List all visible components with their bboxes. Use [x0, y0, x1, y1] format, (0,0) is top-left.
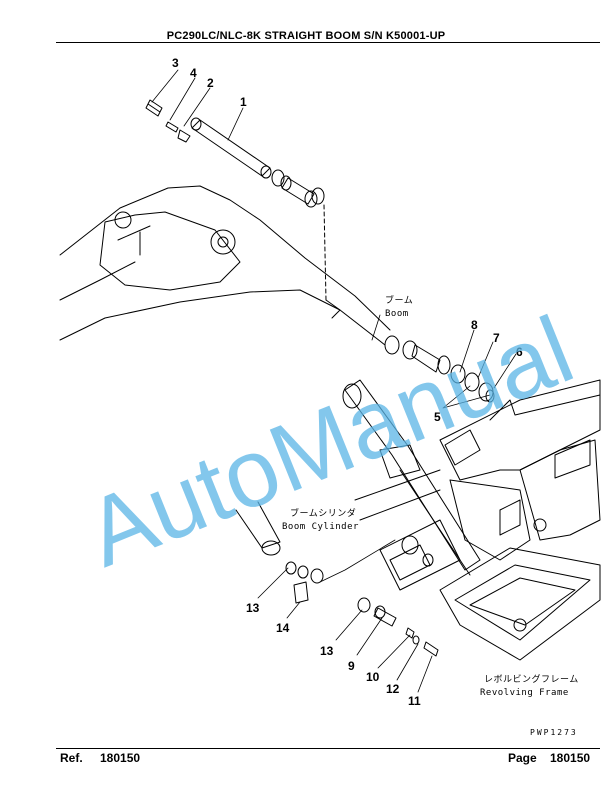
frame-label-en: Revolving Frame	[480, 688, 569, 698]
footer-rule	[56, 748, 600, 749]
page-label: Page	[508, 751, 537, 765]
leader-lines	[151, 69, 517, 693]
page-title: PC290LC/NLC-8K STRAIGHT BOOM S/N K50001-…	[166, 30, 446, 42]
boom-label-en: Boom	[385, 309, 409, 319]
lower-parts-drawing	[285, 561, 439, 657]
callout-5: 5	[434, 410, 441, 424]
callout-13a: 13	[246, 601, 260, 615]
callout-6: 6	[516, 345, 523, 359]
callout-1: 1	[240, 95, 247, 109]
revolving-frame-drawing	[354, 379, 601, 661]
lower-pin-drawing	[384, 335, 495, 403]
cylinder-label-en: Boom Cylinder	[282, 522, 359, 532]
callout-7: 7	[493, 331, 500, 345]
watermark-text: AutoManual	[72, 296, 587, 587]
drawing-code: PWP1273	[530, 728, 578, 737]
upper-pin-drawing	[145, 99, 341, 319]
callout-9: 9	[348, 659, 355, 673]
ref-value: 180150	[100, 751, 141, 765]
callout-14: 14	[276, 621, 290, 635]
callout-10: 10	[366, 670, 380, 684]
ref-label: Ref.	[60, 751, 83, 765]
callout-8: 8	[471, 318, 478, 332]
boom-label-jp: ブーム	[385, 294, 413, 306]
callout-2: 2	[207, 76, 214, 90]
callout-4: 4	[190, 66, 197, 80]
frame-label-jp: レボルビングフレーム	[484, 673, 579, 685]
header-rule	[56, 42, 600, 43]
callout-13b: 13	[320, 644, 334, 658]
boom-drawing	[59, 185, 391, 346]
callout-11: 11	[408, 694, 421, 708]
page-value: 180150	[550, 751, 591, 765]
callout-12: 12	[386, 682, 400, 696]
cylinder-label-jp: ブームシリンダ	[290, 507, 356, 519]
callout-3: 3	[172, 56, 179, 70]
